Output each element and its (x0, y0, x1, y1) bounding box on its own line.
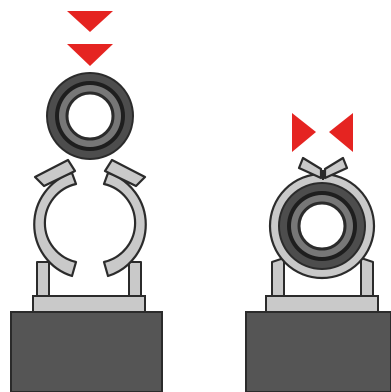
panel-after (245, 113, 391, 392)
clip-leg-left (271, 257, 285, 301)
clip-leg-right (360, 257, 374, 301)
arrow-down-icon (67, 11, 113, 32)
base-block-icon (10, 311, 163, 392)
arrow-right-icon (292, 113, 316, 152)
ring-icon (46, 72, 134, 160)
clip-leg-left (36, 261, 50, 301)
arrow-left-icon (329, 113, 353, 152)
clip-foot (32, 295, 146, 313)
panel-before (10, 11, 163, 392)
clip-icon (33, 158, 147, 278)
base-block-icon (245, 311, 391, 392)
clip-leg-right (128, 261, 142, 301)
ring-icon (278, 182, 366, 270)
arrow-down-icon (67, 44, 113, 66)
clip-foot (265, 295, 379, 313)
